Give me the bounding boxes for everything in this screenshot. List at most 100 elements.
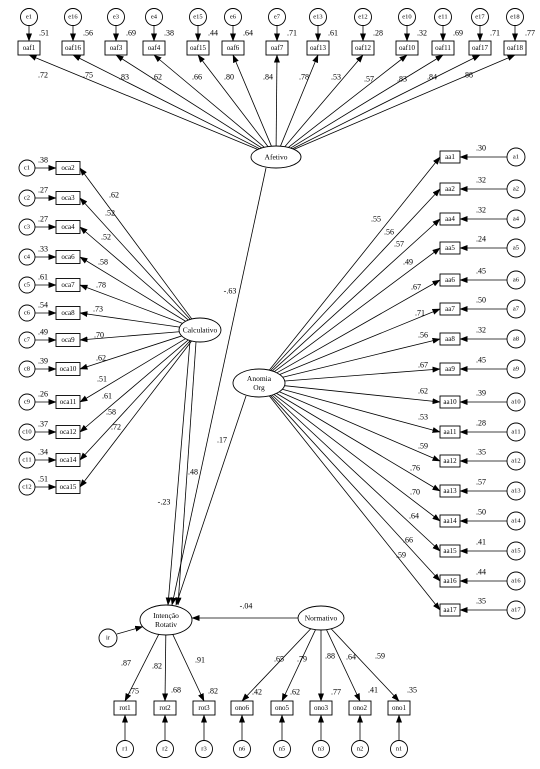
indicator-label: oaf13 [310, 44, 326, 52]
loading-weight: .64 [346, 653, 356, 662]
loading-arrow [273, 54, 280, 147]
error-circle [145, 8, 163, 26]
loading-weight: .70 [410, 488, 420, 497]
indicator-label: oca11 [60, 398, 77, 406]
r-squared: .44 [208, 29, 218, 38]
error-label: a8 [513, 336, 519, 343]
r-squared: .32 [476, 326, 486, 335]
r-squared: .75 [129, 687, 139, 696]
error-label: c10 [22, 429, 31, 436]
loading-weight: .67 [418, 361, 428, 370]
diagram-nodes [17, 8, 527, 758]
loading-arrow [268, 156, 441, 371]
error-circle [506, 481, 526, 501]
error-circle [506, 541, 526, 561]
error-circle [224, 8, 242, 26]
error-label: c9 [24, 399, 30, 406]
loading-weight: .82 [152, 662, 162, 671]
loading-weight: .66 [192, 73, 202, 82]
indicator-box [348, 700, 372, 716]
loading-weight: .62 [152, 73, 162, 82]
error-circle [268, 8, 286, 26]
loading-weight: .57 [394, 240, 404, 249]
error-label: e6 [230, 14, 237, 21]
error-circle [195, 740, 213, 758]
r-squared: .50 [476, 508, 486, 517]
error-label: n5 [279, 746, 286, 753]
r-squared: .54 [38, 301, 48, 310]
indicator-box [439, 273, 461, 287]
loading-weight: .65 [274, 655, 284, 664]
r-squared: .26 [38, 390, 48, 399]
r-squared: .39 [476, 389, 486, 398]
r-squared: .44 [476, 568, 486, 577]
loading-arrow [79, 167, 193, 320]
path-lines [26, 26, 518, 740]
loading-weight: .83 [397, 75, 407, 84]
r-squared: .35 [476, 597, 486, 606]
error-circle [18, 331, 36, 349]
loading-arrow [292, 54, 481, 150]
loading-arrow [79, 338, 186, 403]
indicator-box [439, 425, 461, 439]
loading-arrow [326, 629, 361, 702]
error-label: a5 [513, 245, 519, 252]
loading-weight: .56 [418, 331, 428, 340]
indicator-label: ono3 [314, 704, 329, 712]
error-circle [18, 276, 36, 294]
latent-anomia-label: Org [253, 383, 265, 392]
loading-weight: .79 [297, 655, 307, 664]
r-squared: .33 [38, 245, 48, 254]
r-squared: .71 [287, 29, 297, 38]
r-squared: .61 [38, 273, 48, 282]
indicator-box [306, 40, 330, 56]
loading-arrow [79, 284, 183, 324]
error-label: a9 [513, 366, 519, 373]
latent-calculativo [178, 317, 222, 343]
indicator-box [395, 40, 419, 56]
indicator-box [439, 241, 461, 255]
indicator-box [439, 212, 461, 226]
error-circle [506, 147, 526, 167]
indicator-label: oca4 [61, 223, 75, 231]
indicator-label: oca14 [60, 456, 77, 464]
error-circle [273, 740, 291, 758]
r-squared: .77 [525, 29, 535, 38]
loading-arrow [124, 634, 160, 702]
error-label: e3 [113, 14, 119, 21]
indicator-label: ono5 [275, 704, 290, 712]
loading-arrow [279, 391, 441, 462]
loading-arrow [72, 54, 260, 150]
r-squared: .64 [243, 29, 253, 38]
indicator-box [270, 700, 294, 716]
loading-arrow [79, 331, 180, 343]
loading-weight: .88 [325, 652, 335, 661]
indicator-box [439, 395, 461, 409]
error-label: e17 [475, 14, 485, 21]
disturbance-arrow [116, 625, 144, 635]
indicator-box [55, 278, 81, 292]
error-label: c1 [24, 165, 30, 172]
indicator-label: aa12 [443, 457, 457, 465]
indicator-box [113, 700, 137, 716]
error-label: e16 [68, 14, 78, 21]
r-squared: .69 [453, 29, 463, 38]
loading-arrow [241, 628, 312, 702]
indicator-label: oca3 [61, 194, 75, 202]
loading-arrow [79, 256, 186, 322]
indicator-label: oca15 [60, 483, 77, 491]
error-label: e11 [438, 14, 447, 21]
error-label: a15 [511, 548, 520, 555]
loading-weight: .78 [96, 281, 106, 290]
error-label: c12 [22, 484, 31, 491]
error-circle [18, 451, 36, 469]
loading-arrow [280, 54, 319, 147]
error-label: a17 [511, 607, 521, 614]
error-label: a14 [511, 518, 521, 525]
error-circle [398, 8, 416, 26]
structural-path [165, 340, 191, 606]
indicator-box [439, 484, 461, 498]
indicator-label: aa15 [443, 547, 457, 555]
indicator-label: aa13 [443, 487, 457, 495]
